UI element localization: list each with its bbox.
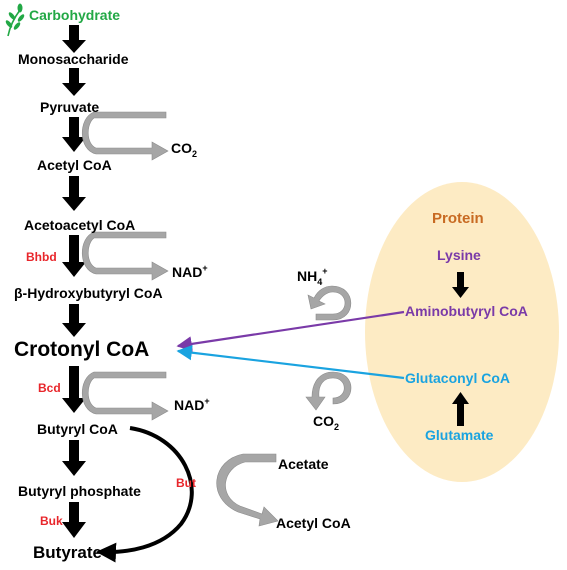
butyrate-label: Butyrate <box>33 543 102 562</box>
acetyl-coa-label: Acetyl CoA <box>37 157 112 173</box>
butyryl-coa-label: Butyryl CoA <box>37 421 118 437</box>
lysine-to-aminobutyryl-arrow <box>452 272 469 298</box>
arrow-carbohydrate-to-monosaccharide <box>62 25 86 53</box>
arrow-crotonyl-coa-to-butyryl-coa <box>62 366 86 413</box>
butyryl-phosphate-label: Butyryl phosphate <box>18 483 141 499</box>
aminobutyryl-coa-label: Aminobutyryl CoA <box>405 303 528 319</box>
plant-sprig-icon <box>5 3 25 37</box>
but-bypass-arrow <box>96 426 194 563</box>
acetate-to-acetyl-coa-arrow <box>216 453 279 527</box>
glutamate-to-glutaconyl-arrow <box>452 392 469 426</box>
carbohydrate-label: Carbohydrate <box>29 7 120 23</box>
glutaconyl-to-crotonyl-arrow <box>176 344 405 380</box>
glutamate-label: Glutamate <box>425 427 494 443</box>
main-pathway-arrows <box>62 25 86 538</box>
nad-release-arrow-1 <box>82 231 169 281</box>
lysine-label: Lysine <box>437 247 481 263</box>
arrow-acetoacetyl-coa-to-hydroxybutyryl-coa <box>62 235 86 277</box>
arrow-hydroxybutyryl-coa-to-crotonyl-coa <box>62 304 86 337</box>
nad-label-1: NAD+ <box>172 263 208 280</box>
acetyl-coa-product-label: Acetyl CoA <box>276 515 351 531</box>
co2-label-1: CO2 <box>171 140 197 159</box>
buk-enzyme-label: Buk <box>40 514 63 528</box>
acetoacetyl-coa-label: Acetoacetyl CoA <box>24 217 135 233</box>
co2-release-arrow <box>82 111 169 161</box>
nh4-label: NH4+ <box>297 266 328 287</box>
nad-label-2: NAD+ <box>174 396 210 413</box>
pyruvate-label: Pyruvate <box>40 99 99 115</box>
protein-region <box>365 182 559 482</box>
bhbd-enzyme-label: Bhbd <box>26 250 57 264</box>
crotonyl-coa-label: Crotonyl CoA <box>14 338 149 361</box>
monosaccharide-label: Monosaccharide <box>18 51 129 67</box>
nh4-release-arrow <box>307 285 352 321</box>
arrow-butyryl-coa-to-butyryl-phosphate <box>62 440 86 476</box>
co2-label-protein: CO2 <box>313 413 339 432</box>
bcd-enzyme-label: Bcd <box>38 381 61 395</box>
arrow-monosaccharide-to-pyruvate <box>62 68 86 96</box>
co2-release-arrow-protein <box>305 371 352 411</box>
arrow-acetyl-coa-to-acetoacetyl-coa <box>62 176 86 211</box>
aminobutyryl-to-crotonyl-arrow <box>176 310 405 352</box>
but-enzyme-label: But <box>176 476 196 490</box>
hydroxybutyryl-coa-label: β-Hydroxybutyryl CoA <box>14 285 163 301</box>
arrow-butyryl-phosphate-to-butyrate <box>62 502 86 538</box>
acetate-label: Acetate <box>278 456 329 472</box>
protein-title: Protein <box>432 210 484 227</box>
nad-release-arrow-2 <box>82 371 169 421</box>
side-product-arrows <box>82 111 352 527</box>
arrow-pyruvate-to-acetyl-coa <box>62 117 86 152</box>
glutaconyl-coa-label: Glutaconyl CoA <box>405 370 510 386</box>
